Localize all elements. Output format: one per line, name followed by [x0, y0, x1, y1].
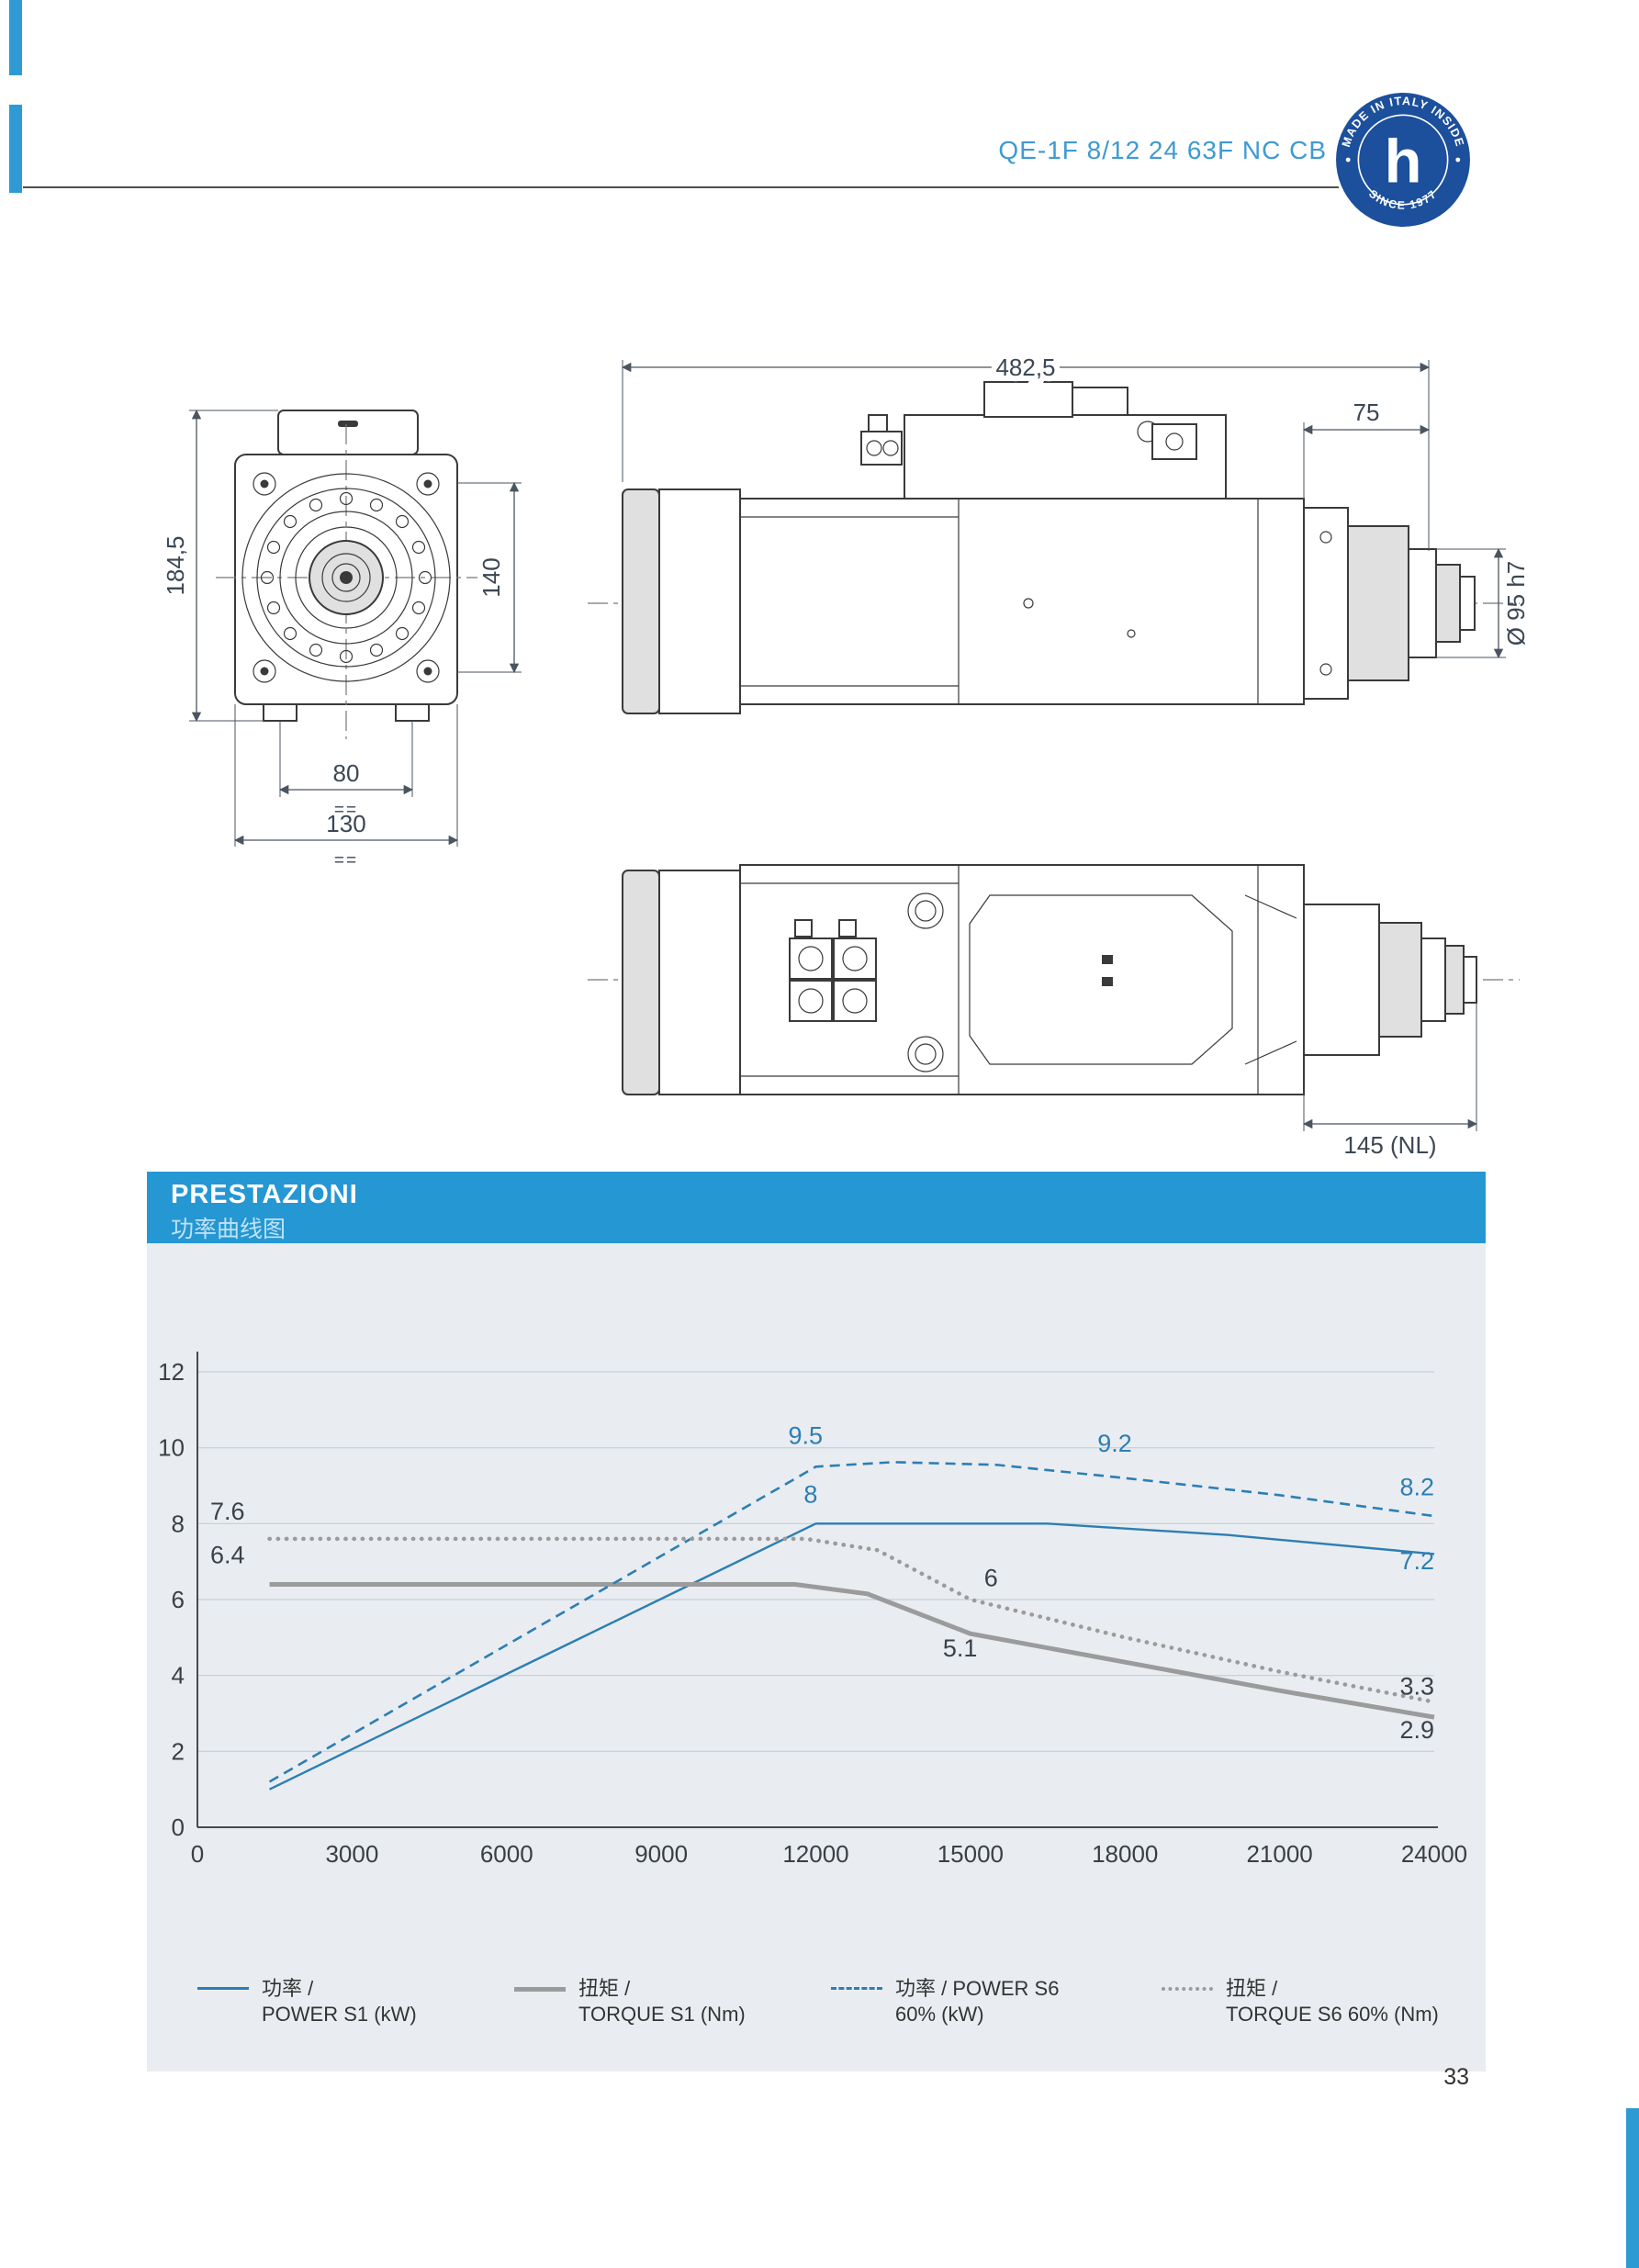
x-tick-label: 3000 — [325, 1840, 378, 1868]
annotation-label: 5.1 — [943, 1634, 978, 1662]
legend-swatch-solid-thin — [197, 1987, 249, 1990]
legend-swatch-dashed — [831, 1987, 882, 1990]
y-tick-label: 8 — [172, 1510, 185, 1537]
badge-disc — [1336, 93, 1470, 227]
annotation-label: 9.2 — [1097, 1430, 1132, 1457]
side-view-drawing: 482,5 75 Ø 95 h7 — [588, 348, 1530, 714]
x-tick-label: 21000 — [1246, 1840, 1312, 1868]
x-tick-label: 0 — [191, 1840, 204, 1868]
legend-line: 功率 / — [262, 1977, 314, 2000]
annotation-label: 8.2 — [1399, 1473, 1434, 1500]
dim-front-height: 184,5 — [162, 535, 189, 595]
badge-dot-right — [1455, 157, 1461, 163]
series-line-power-s6 — [268, 1461, 1435, 1783]
annotation-label: 9.5 — [789, 1422, 824, 1450]
series-line-torque-s1 — [269, 1581, 1435, 1720]
legend-line: TORQUE S6 60% (Nm) — [1226, 2002, 1439, 2026]
legend-label-torque-s1: 扭矩 / TORQUE S1 (Nm) — [578, 1976, 746, 2027]
legend-item-power-s1: 功率 / POWER S1 (kW) — [197, 1976, 417, 2027]
front-view-drawing: 184,5 140 80 == 130 == — [162, 409, 522, 870]
page-title-model: QE-1F 8/12 24 63F NC CB — [998, 136, 1327, 164]
x-tick-label: 24000 — [1401, 1840, 1467, 1868]
performance-title: PRESTAZIONI — [171, 1180, 358, 1209]
series-line-torque-s6 — [267, 1536, 1437, 1704]
y-tick-label: 12 — [158, 1358, 185, 1386]
dim-overall-length: 482,5 — [995, 354, 1055, 381]
left-edge-bar-1 — [9, 0, 22, 75]
y-tick-label: 10 — [158, 1434, 185, 1462]
technical-drawings: .ol{fill:#ffffff;stroke:#3a3a3a;stroke-w… — [162, 348, 1530, 1159]
dim-flange-height: 140 — [477, 557, 505, 597]
annotation-label: 6.4 — [210, 1542, 245, 1569]
annotation-label: 2.9 — [1399, 1716, 1434, 1744]
dim-base-width: 130 — [326, 810, 365, 837]
annotation-label: 6 — [984, 1565, 998, 1592]
performance-chart: 0 2 4 6 8 10 12 0 3000 6000 9000 12000 15000 18000 210… — [158, 1352, 1467, 1868]
badge-logo-letter: h — [1385, 127, 1422, 196]
legend-line: TORQUE S1 (Nm) — [578, 2002, 746, 2026]
dim-foot-spacing: 80 — [333, 759, 360, 787]
x-tick-label: 15000 — [937, 1840, 1004, 1868]
dim-nose-length: 145 (NL) — [1343, 1131, 1436, 1159]
series-line-power-s1 — [269, 1522, 1435, 1791]
annotation-label: 8 — [803, 1481, 817, 1509]
dim-nose-offset: 75 — [1353, 399, 1380, 426]
legend-item-torque-s6: 扭矩 / TORQUE S6 60% (Nm) — [1162, 1976, 1439, 2027]
symmetry-mark-80: == — [334, 801, 358, 820]
y-tick-label: 2 — [172, 1737, 185, 1765]
legend-line: POWER S1 (kW) — [262, 2002, 417, 2026]
x-tick-label: 9000 — [634, 1840, 688, 1868]
y-tick-label: 0 — [172, 1813, 185, 1841]
y-tick-label: 4 — [172, 1662, 185, 1690]
y-tick-label: 6 — [172, 1586, 185, 1613]
performance-subtitle: 功率曲线图 — [171, 1217, 286, 1242]
legend-line: 功率 / POWER S6 — [895, 1977, 1060, 2000]
dim-shaft-diameter: Ø 95 h7 — [1502, 561, 1530, 646]
symmetry-mark-130: == — [334, 851, 358, 870]
right-edge-bar — [1626, 2108, 1639, 2268]
performance-panel — [147, 1243, 1486, 2072]
legend-item-torque-s1: 扭矩 / TORQUE S1 (Nm) — [514, 1976, 746, 2027]
annotation-label: 7.2 — [1399, 1547, 1434, 1575]
bottom-view-drawing: 145 (NL) — [588, 864, 1520, 1159]
badge-dot-left — [1345, 157, 1351, 163]
badge-inner-ring — [1357, 114, 1449, 206]
x-tick-label: 6000 — [480, 1840, 533, 1868]
legend-item-power-s6: 功率 / POWER S6 60% (kW) — [831, 1976, 1059, 2027]
made-in-italy-badge: MADE IN ITALY INSIDE SINCE 1977 h — [1336, 93, 1470, 227]
legend-line: 扭矩 / — [1226, 1977, 1278, 2000]
left-edge-bar-2 — [9, 105, 22, 193]
legend-label-power-s1: 功率 / POWER S1 (kW) — [262, 1976, 417, 2027]
annotation-label: 7.6 — [210, 1498, 245, 1525]
performance-header-bar: PRESTAZIONI 功率曲线图 — [147, 1172, 1486, 1243]
legend-line: 扭矩 / — [578, 1977, 631, 2000]
legend-swatch-solid-thick — [514, 1987, 566, 1992]
page-number: 33 — [1443, 2064, 1469, 2090]
x-tick-label: 18000 — [1092, 1840, 1158, 1868]
x-tick-label: 12000 — [782, 1840, 848, 1868]
annotation-label: 3.3 — [1399, 1672, 1434, 1700]
legend-label-power-s6: 功率 / POWER S6 60% (kW) — [895, 1976, 1059, 2027]
legend-swatch-dotted — [1162, 1987, 1213, 1991]
header-divider — [23, 186, 1339, 188]
legend-label-torque-s6: 扭矩 / TORQUE S6 60% (Nm) — [1226, 1976, 1439, 2027]
legend-line: 60% (kW) — [895, 2002, 984, 2026]
